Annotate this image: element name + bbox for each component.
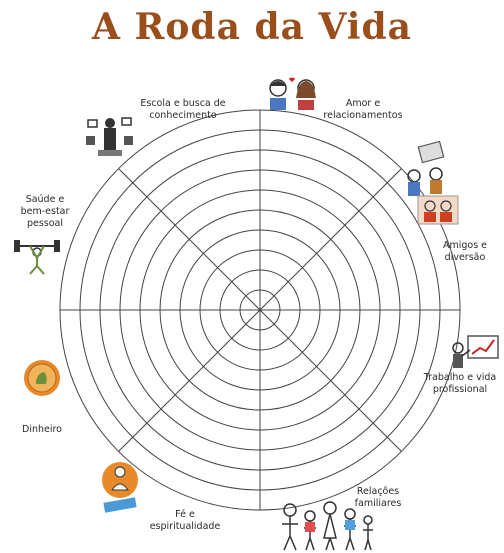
area-label-dinheiro: Dinheiro [22,424,62,435]
family-icon [282,501,373,551]
friends-icon [407,140,459,225]
page-title: A Roda da Vida [92,6,412,48]
wheel-spoke [118,309,261,452]
couple-icon [269,77,316,110]
exercise-icon [14,240,60,275]
wheel-spoke [118,168,261,311]
wheel-spoke [259,168,402,311]
wheel-spokes [60,110,460,510]
money-icon [24,360,60,396]
wheel-spoke [259,309,402,452]
presentation-icon [452,335,499,368]
study-icon [86,117,133,156]
meditation-icon [102,462,138,513]
